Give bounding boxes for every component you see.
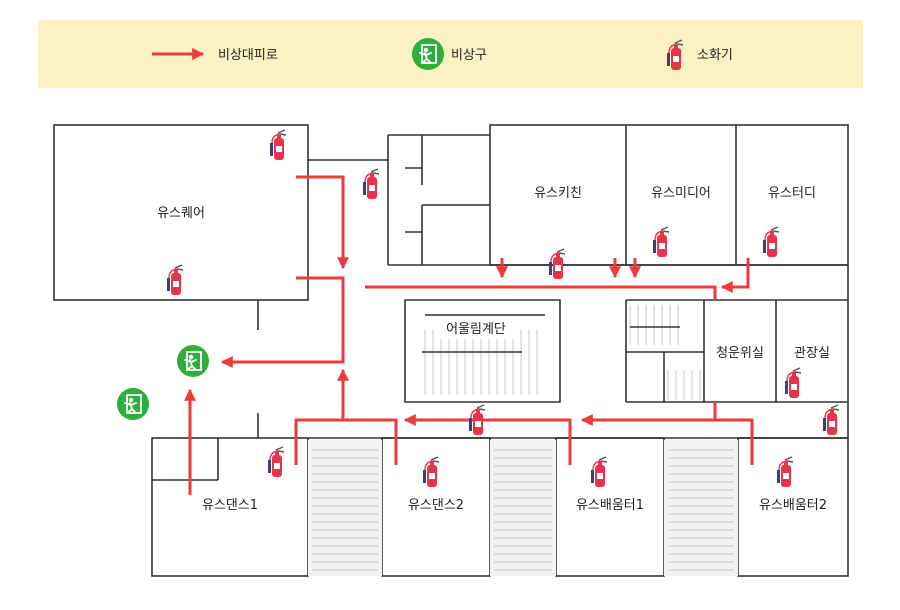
fire-extinguisher-icon — [362, 168, 380, 200]
room-label-youth-study: 유스터디 — [768, 186, 816, 201]
evacuation-routes — [184, 175, 754, 495]
legend-fire-extinguisher-label: 소화기 — [697, 48, 733, 63]
fire-extinguisher-icon — [784, 367, 802, 399]
fire-extinguisher-icon — [166, 264, 184, 296]
room-label-central-stairs: 어울림계단 — [446, 322, 506, 337]
route-main-corridor — [365, 285, 717, 300]
room-label-director-office: 관장실 — [794, 346, 830, 361]
fire-extinguishers — [166, 129, 840, 488]
fire-extinguisher-icon — [776, 456, 794, 488]
room-label-youth-learning-2: 유스배움터2 — [759, 498, 827, 513]
legend-emergency-exit-label: 비상구 — [451, 48, 487, 63]
room-label-youth-dance-1: 유스댄스1 — [202, 498, 258, 513]
top-rooms-block — [489, 124, 849, 266]
emergency-exit-icon — [116, 387, 150, 421]
route-from-learning-2 — [580, 414, 754, 465]
room-label-youth-media: 유스미디어 — [651, 186, 711, 201]
route-from-youth-square-top — [296, 175, 349, 270]
route-to-west-exit — [220, 276, 345, 368]
route-from-dance-2 — [294, 418, 398, 465]
fire-extinguisher-icon — [267, 446, 285, 478]
room-label-youth-square: 유스퀘어 — [157, 206, 205, 221]
fire-extinguisher-icon — [590, 456, 608, 488]
legend-evacuation-route-label: 비상대피로 — [218, 48, 278, 63]
legend-emergency-exit-icon — [411, 37, 445, 71]
room-label-youth-committee: 청운위실 — [716, 346, 764, 361]
fire-extinguisher-icon — [548, 248, 566, 280]
fire-extinguisher-icon — [422, 456, 440, 488]
walls — [53, 124, 849, 577]
fire-extinguisher-icon — [652, 226, 670, 258]
central-stairs — [404, 299, 561, 403]
emergency-exit-icon — [176, 344, 210, 378]
room-label-youth-dance-2: 유스댄스2 — [408, 498, 464, 513]
route-from-learning-1 — [403, 414, 572, 465]
room-labels: 유스퀘어 유스키친 유스미디어 유스터디 어울림계단 청운위실 관장실 유스댄스… — [157, 186, 830, 513]
fire-extinguisher-icon — [822, 404, 840, 436]
stair-treads — [308, 305, 738, 576]
fire-extinguisher-icon — [269, 129, 287, 161]
legend: 비상대피로 비상구 소화기 — [38, 20, 863, 88]
room-label-youth-kitchen: 유스키친 — [534, 186, 582, 201]
room-label-youth-learning-1: 유스배움터1 — [576, 498, 644, 513]
fire-extinguisher-icon — [468, 404, 486, 436]
youth-square-room — [53, 124, 309, 301]
fire-extinguisher-icon — [762, 226, 780, 258]
